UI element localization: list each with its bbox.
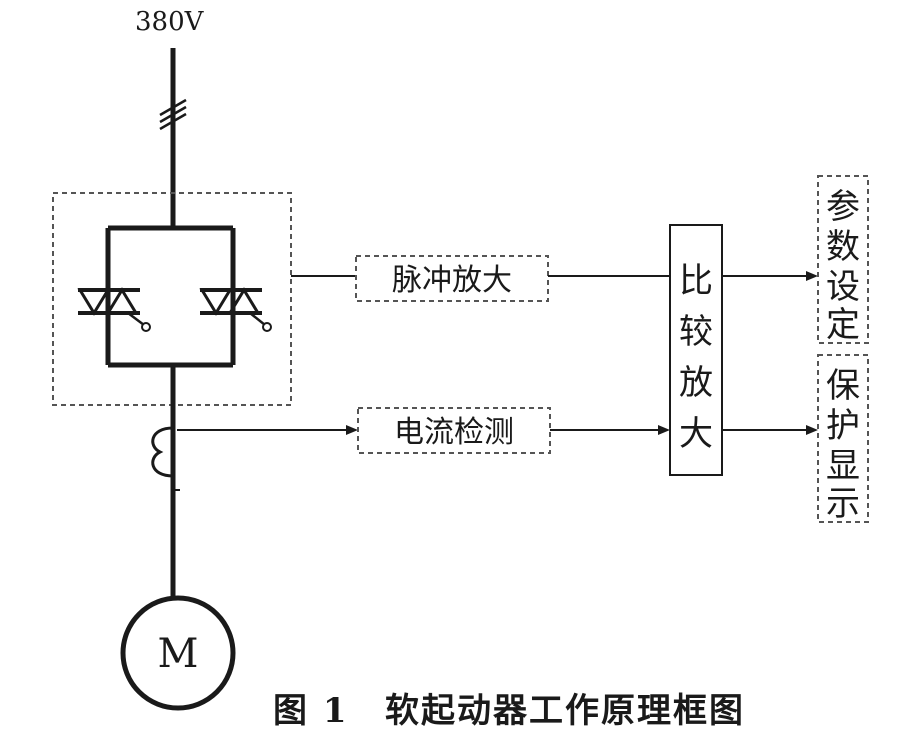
- compare-amp-char-1: 比: [679, 261, 713, 301]
- param-set-char-2: 数: [826, 227, 860, 267]
- current-detection-box: [357, 407, 551, 454]
- supply-voltage-label: 380V: [135, 7, 205, 37]
- supply-line: [159, 48, 187, 228]
- arrow-to-detect: [346, 425, 358, 435]
- arrow-to-params: [806, 271, 818, 281]
- param-set-char-3: 设: [826, 267, 860, 307]
- pulse-amplifier-label: 脉冲放大: [392, 263, 512, 298]
- arrow-to-compare: [658, 425, 670, 435]
- param-set-char-1: 参: [826, 187, 860, 227]
- triac-left-icon: [77, 287, 151, 332]
- protect-display-char-1: 保: [826, 366, 860, 406]
- compare-amplifier-box: [669, 224, 723, 476]
- current-detection-label: 电流检测: [394, 415, 514, 450]
- arrow-to-protect: [806, 425, 818, 435]
- motor: M: [120, 595, 236, 711]
- motor-label: M: [158, 631, 199, 677]
- pulse-amplifier-box: [355, 255, 549, 302]
- current-transformer-icon: [151, 426, 180, 491]
- protect-display-char-3: 显: [826, 446, 860, 486]
- compare-amp-char-4: 大: [679, 414, 713, 454]
- compare-amp-char-3: 放: [679, 363, 713, 403]
- protect-display-char-2: 护: [826, 406, 860, 446]
- triac-right-icon: [199, 287, 272, 332]
- figure-number: 图 1: [273, 691, 349, 731]
- param-set-char-4: 定: [826, 305, 860, 345]
- figure-title: 软起动器工作原理框图: [385, 691, 745, 731]
- protect-display-char-4: 示: [826, 484, 860, 524]
- compare-amp-char-2: 较: [679, 312, 713, 352]
